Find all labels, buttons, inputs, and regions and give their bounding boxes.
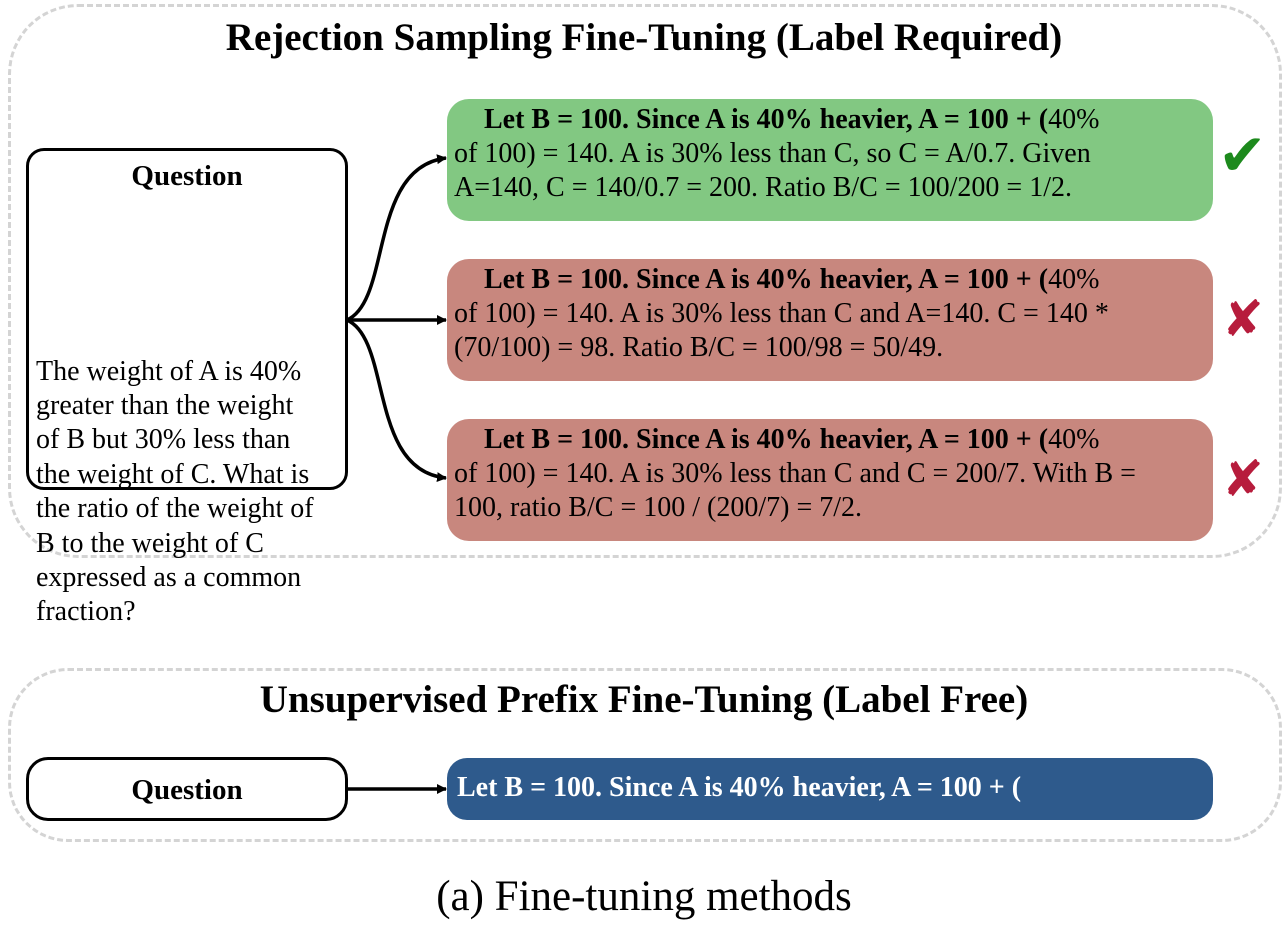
rejection-sampling-panel bbox=[8, 4, 1282, 558]
question-line: fraction? bbox=[36, 596, 136, 627]
answer-line-2: of 100) = 140. A is 30% less than C and … bbox=[454, 458, 1136, 489]
cross-mark-icon: ✘ bbox=[1222, 450, 1264, 508]
question-line: the ratio of the weight of bbox=[36, 493, 314, 524]
answer-line-3: 100, ratio B/C = 100 / (200/7) = 7/2. bbox=[454, 492, 863, 523]
prefix-box: Let B = 100. Since A is 40% heavier, A =… bbox=[447, 758, 1213, 820]
question-line: greater than the weight bbox=[36, 390, 294, 421]
arrow-to-answer-3 bbox=[346, 318, 447, 483]
prefix-finetuning-title: Unsupervised Prefix Fine-Tuning (Label F… bbox=[259, 678, 1029, 721]
question-line: of B but 30% less than bbox=[36, 424, 291, 455]
prefix-text: Let B = 100. Since A is 40% heavier, A =… bbox=[457, 772, 1022, 803]
question-line: expressed as a common bbox=[36, 562, 302, 593]
answer-box-wrong: Let B = 100. Since A is 40% heavier, A =… bbox=[447, 419, 1213, 541]
answer-line-1: Let B = 100. Since A is 40% heavier, A =… bbox=[484, 104, 1100, 135]
question-line: The weight of A is 40% bbox=[36, 356, 302, 387]
answer-line-1: Let B = 100. Since A is 40% heavier, A =… bbox=[484, 424, 1100, 455]
answer-line-3: A=140, C = 140/0.7 = 200. Ratio B/C = 10… bbox=[454, 172, 1072, 203]
rejection-sampling-title: Rejection Sampling Fine-Tuning (Label Re… bbox=[225, 16, 1063, 59]
prefix-finetuning-panel bbox=[8, 668, 1282, 842]
figure-caption: (a) Fine-tuning methods bbox=[436, 873, 852, 920]
answer-box-correct: Let B = 100. Since A is 40% heavier, A =… bbox=[447, 99, 1213, 221]
question-box: Question The weight of A is 40% greater … bbox=[26, 148, 348, 627]
arrow-to-answer-1 bbox=[346, 154, 447, 322]
question-label: Question bbox=[131, 160, 243, 192]
question-line: the weight of C. What is bbox=[36, 459, 310, 490]
answer-line-2: of 100) = 140. A is 30% less than C and … bbox=[454, 298, 1109, 329]
answer-box-wrong: Let B = 100. Since A is 40% heavier, A =… bbox=[447, 259, 1213, 381]
answer-line-1: Let B = 100. Since A is 40% heavier, A =… bbox=[484, 264, 1100, 295]
cross-mark-icon: ✘ bbox=[1222, 290, 1264, 348]
answer-line-3: (70/100) = 98. Ratio B/C = 100/98 = 50/4… bbox=[454, 332, 944, 363]
check-mark-icon: ✔ bbox=[1218, 121, 1267, 189]
question-line: B to the weight of C bbox=[36, 528, 264, 559]
question-label: Question bbox=[131, 774, 243, 806]
prefix-question-box: Question bbox=[26, 757, 348, 821]
answer-line-2: of 100) = 140. A is 30% less than C, so … bbox=[454, 138, 1091, 169]
